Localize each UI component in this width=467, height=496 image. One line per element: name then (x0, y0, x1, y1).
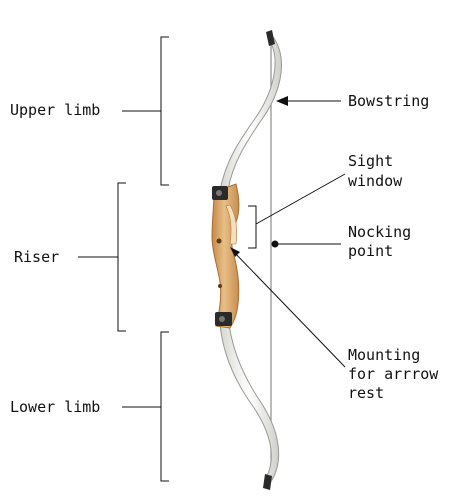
lower-limb (219, 324, 280, 481)
upper-limb (219, 37, 282, 191)
sight-window-label-line1: Sight (348, 152, 393, 170)
arrow-rest-label-line1: Mounting (348, 346, 420, 364)
upper-limb-bolt (216, 190, 222, 196)
stabilizer-screw (218, 284, 222, 288)
arrow-rest-label-line3: rest (348, 384, 384, 402)
sight-window-label-line2: window (348, 172, 403, 190)
arrow-rest-screw (216, 238, 222, 244)
upper-limb-tip (266, 30, 275, 46)
lower-limb-bracket (122, 331, 169, 482)
upper-limb-bracket (122, 36, 169, 186)
nocking-point-label-line1: Nocking (348, 223, 411, 241)
bowstring-label: Bowstring (348, 92, 429, 110)
lower-limb-bolt (219, 316, 225, 322)
nocking-point-label-line2: point (348, 242, 393, 260)
arrow-rest-arrowhead (230, 247, 240, 257)
arrow-rest-label-line2: for arrrow (348, 365, 439, 383)
riser-sight-window (225, 204, 238, 245)
upper-limb-label: Upper limb (10, 101, 100, 119)
lower-limb-label: Lower limb (10, 398, 100, 416)
arrow-rest-pointer-line (231, 249, 346, 368)
nocking-point-dot (271, 240, 279, 248)
sight-window-bracket (248, 173, 346, 249)
riser-bracket (78, 182, 126, 332)
bowstring-arrowhead (276, 96, 288, 106)
lower-limb-tip (263, 474, 272, 490)
riser-label: Riser (14, 248, 59, 266)
